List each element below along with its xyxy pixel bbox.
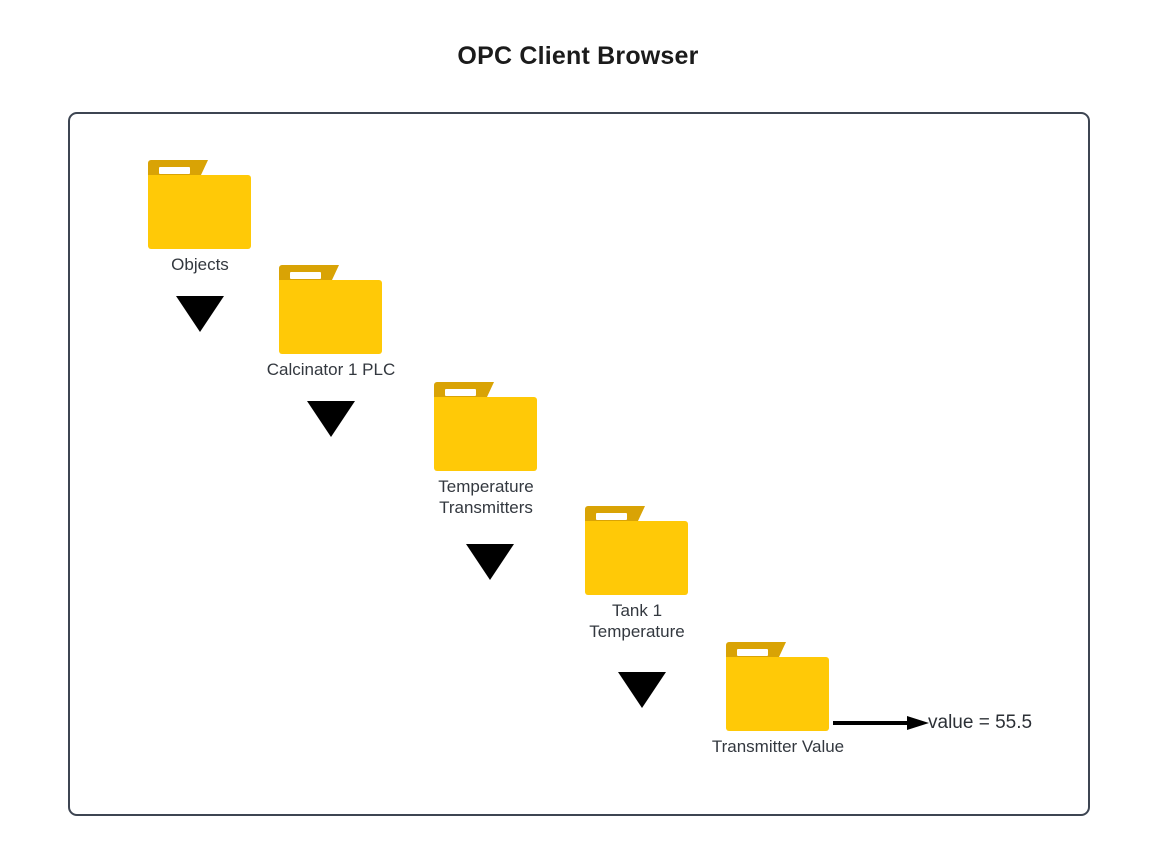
tree-node-label: Temperature Transmitters: [438, 477, 534, 517]
tree-node-objects[interactable]: Objects: [148, 160, 285, 275]
tree-node-label: Tank 1 Temperature: [589, 601, 685, 641]
tree-node-label: Calcinator 1 PLC: [266, 360, 396, 379]
down-arrow-icon: [307, 401, 355, 437]
folder-icon[interactable]: [585, 506, 688, 595]
folder-icon[interactable]: [726, 642, 829, 731]
folder-icon[interactable]: [279, 265, 382, 354]
arrow-head: [907, 716, 929, 730]
page-title: OPC Client Browser: [457, 42, 699, 70]
tree-node-calcinator-1-plc[interactable]: Calcinator 1 PLC: [267, 265, 416, 380]
tree-node-label: Objects: [171, 255, 229, 274]
tree-node-transmitter-value[interactable]: Transmitter Value: [712, 642, 863, 757]
folder-body: [148, 175, 251, 249]
tree-node-temperature-transmitters[interactable]: Temperature Transmitters: [434, 382, 571, 518]
folder-icon[interactable]: [434, 382, 537, 471]
down-arrow-icon: [176, 296, 224, 332]
folder-body: [434, 397, 537, 471]
folder-tab-bar: [445, 389, 476, 396]
folder-tab-bar: [290, 272, 321, 279]
diagram-canvas: Objects Calcinator 1 PLC Temperature Tra…: [68, 112, 1090, 816]
folder-tab-bar: [596, 513, 627, 520]
folder-icon[interactable]: [148, 160, 251, 249]
down-arrow-icon: [466, 544, 514, 580]
folder-body: [726, 657, 829, 731]
right-arrow-icon: [833, 716, 929, 730]
tree-node-tank-1-temperature[interactable]: Tank 1 Temperature: [585, 506, 722, 642]
folder-body: [585, 521, 688, 595]
folder-body: [279, 280, 382, 354]
arrow-line: [833, 721, 909, 725]
folder-tab-bar: [737, 649, 768, 656]
tree-node-label: Transmitter Value: [711, 737, 845, 756]
down-arrow-icon: [618, 672, 666, 708]
folder-tab-bar: [159, 167, 190, 174]
value-readout: value = 55.5: [928, 712, 1033, 733]
